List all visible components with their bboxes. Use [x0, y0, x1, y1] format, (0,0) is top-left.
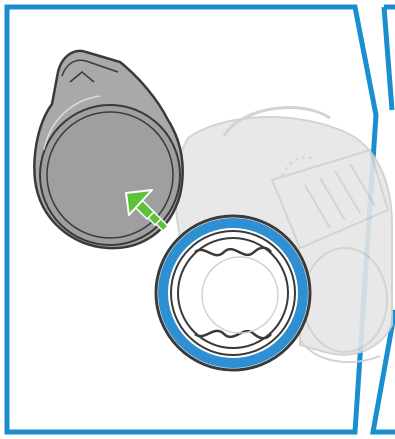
panel-right-diagonal-edge [384, 7, 392, 110]
blue-ring-port-icon [156, 216, 310, 370]
port-inner-lip [178, 238, 288, 348]
